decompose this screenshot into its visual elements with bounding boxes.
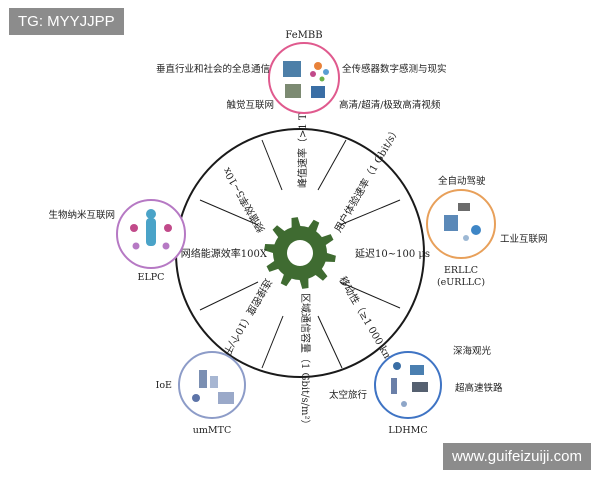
erllc-subname: (eURLLC) xyxy=(437,277,485,288)
house-icon xyxy=(218,392,234,404)
scenario-ldhmc: 深海观光 超高速铁路 太空旅行 LDHMC xyxy=(329,345,503,436)
video-icon xyxy=(311,86,325,98)
rocket-icon xyxy=(391,378,397,394)
ldhmc-ring xyxy=(374,351,442,419)
plane-icon xyxy=(393,362,401,370)
nano-sensor-icon xyxy=(130,224,138,232)
spoke-user-rate: 用户体验速率（1 Gbit/s） xyxy=(331,124,402,234)
spoke-dividers xyxy=(199,139,401,369)
femb-label-tactile: 触觉互联网 xyxy=(226,99,274,111)
tactile-icon xyxy=(285,84,301,98)
femb-name: FeMBB xyxy=(285,30,322,41)
scenario-femb: FeMBB 垂直行业和社会的全息通信 全传感器数字感测与现实 触觉互联网 高清/… xyxy=(156,30,447,114)
hologram-icon xyxy=(283,61,301,77)
femb-label-holographic: 垂直行业和社会的全息通信 xyxy=(156,63,270,75)
ocean-icon xyxy=(410,365,424,375)
femb-label-video: 高清/超清/极致高清视频 xyxy=(339,99,441,111)
network-icon xyxy=(192,394,200,402)
ummtc-label-ioe: IoE xyxy=(156,380,172,391)
erllc-ring xyxy=(426,189,496,259)
ldhmc-label-space-travel: 太空旅行 xyxy=(329,389,368,401)
spoke-energy-efficiency: 网络能源效率100X xyxy=(181,247,268,260)
erllc-label-autonomous-driving: 全自动驾驶 xyxy=(438,175,486,187)
robot-arm-icon xyxy=(471,225,481,235)
city-icon xyxy=(199,370,207,388)
ummtc-name: umMTC xyxy=(193,425,231,436)
watermark-bottom: www.guifeizuiji.com xyxy=(442,443,591,470)
spoke-latency: 延迟10~100 μs xyxy=(355,247,430,260)
scenario-erllc: 全自动驾驶 工业互联网 ERLLC (eURLLC) xyxy=(426,175,548,288)
erllc-label-industrial-internet: 工业互联网 xyxy=(500,234,548,245)
train-icon xyxy=(412,382,428,392)
car-icon xyxy=(458,203,470,211)
human-body-icon xyxy=(146,218,156,246)
spoke-area-capacity: 区域通信容量（1 Gbit/s/m²） xyxy=(299,293,312,430)
femb-ring xyxy=(268,42,340,114)
erllc-name: ERLLC xyxy=(444,265,478,276)
sensor-icon xyxy=(314,62,322,70)
elpc-label-bio-nano-internet: 生物纳米互联网 xyxy=(48,209,115,221)
elpc-name: ELPC xyxy=(138,272,165,283)
gear-icon xyxy=(264,217,336,289)
femb-label-sensing: 全传感器数字感测与现实 xyxy=(342,63,447,75)
ldhmc-label-deep-sea: 深海观光 xyxy=(453,345,492,357)
watermark-top: TG: MYYJJPP xyxy=(9,8,124,35)
ldhmc-name: LDHMC xyxy=(388,425,427,436)
spoke-spectral-efficiency: 频谱效率5~10x xyxy=(220,165,268,235)
scenario-elpc: 生物纳米互联网 ELPC xyxy=(48,199,186,283)
factory-icon xyxy=(444,215,458,231)
ldhmc-label-high-speed-rail: 超高速铁路 xyxy=(455,382,503,394)
scenario-ummtc: IoE umMTC xyxy=(156,351,246,436)
